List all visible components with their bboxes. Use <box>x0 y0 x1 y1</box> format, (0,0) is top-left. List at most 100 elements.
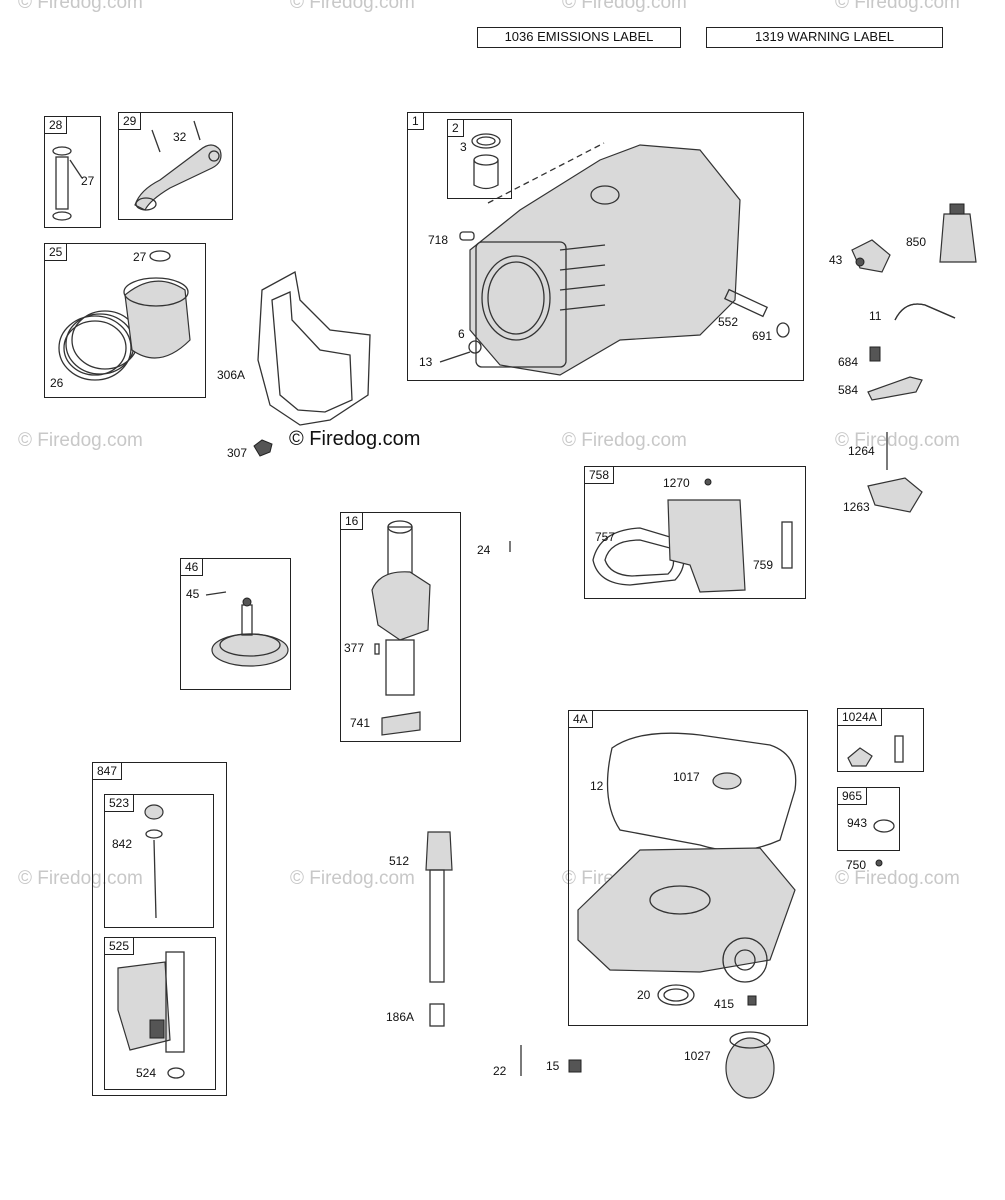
watermark: © Firedog.com <box>562 430 687 451</box>
watermark: © Firedog.com <box>290 0 415 13</box>
callout-label: 43 <box>829 253 843 267</box>
group-box-46[interactable]: 46 <box>180 558 291 690</box>
callout-label: 22 <box>493 1064 507 1078</box>
callout-label: 759 <box>753 558 774 572</box>
callout-label: 850 <box>906 235 927 249</box>
piston-part[interactable] <box>58 250 191 381</box>
callout-label: 757 <box>595 530 616 544</box>
valve-parts[interactable] <box>847 735 904 867</box>
group-number: 523 <box>105 795 135 812</box>
group-number: 25 <box>45 244 68 261</box>
group-box-2[interactable]: 2 <box>447 119 512 199</box>
watermark: © Firedog.com <box>835 430 960 451</box>
group-number: 28 <box>45 117 68 134</box>
crankshaft-part[interactable] <box>371 520 511 736</box>
callout-label: 584 <box>838 383 859 397</box>
group-box-847[interactable]: 847 <box>92 762 227 1096</box>
watermark: © Firedog.com <box>835 868 960 889</box>
group-number: 16 <box>341 513 364 530</box>
callout-label: 306A <box>217 368 246 382</box>
callout-label: 3 <box>460 140 467 154</box>
fill-tube-part[interactable] <box>425 831 453 1027</box>
callout-label: 552 <box>718 315 739 329</box>
group-box-965[interactable]: 965 <box>837 787 900 851</box>
group-number: 758 <box>585 467 615 484</box>
callout-label: 307 <box>227 446 248 460</box>
cover-plate-part[interactable] <box>867 346 923 401</box>
group-box-758[interactable]: 758 <box>584 466 806 599</box>
callout-label: 684 <box>838 355 859 369</box>
sealant-tube-part[interactable] <box>939 203 977 263</box>
group-box-25[interactable]: 25 <box>44 243 206 398</box>
group-number: 965 <box>838 788 868 805</box>
governor-bracket-part[interactable] <box>851 239 891 273</box>
group-number: 4A <box>569 711 593 728</box>
callout-label: 26 <box>50 376 64 390</box>
cylinder-block-part[interactable] <box>439 142 790 376</box>
callout-label: 12 <box>590 779 604 793</box>
callout-label: 24 <box>477 543 491 557</box>
group-number: 525 <box>105 938 135 955</box>
callout-label: 524 <box>136 1066 157 1080</box>
group-box-28[interactable]: 28 <box>44 116 101 228</box>
callout-label: 750 <box>846 858 867 872</box>
breather-tube-part[interactable] <box>894 303 956 321</box>
group-box-16[interactable]: 16 <box>340 512 461 742</box>
callout-label: 377 <box>344 641 365 655</box>
callout-label: 6 <box>458 327 465 341</box>
callout-label: 20 <box>637 988 651 1002</box>
callout-label: 27 <box>81 174 95 188</box>
watermark: © Firedog.com <box>18 430 143 451</box>
breather-cover-part[interactable] <box>867 432 923 513</box>
group-number: 46 <box>181 559 204 576</box>
callout-label: 691 <box>752 329 773 343</box>
callout-label: 842 <box>112 837 133 851</box>
group-box-523[interactable]: 523 <box>104 794 214 928</box>
crankcase-sump-part[interactable] <box>577 732 797 1006</box>
callout-label: 11 <box>869 309 882 323</box>
watermark: © Firedog.com <box>18 868 143 889</box>
oil-filter-part[interactable] <box>520 1031 775 1099</box>
group-box-1[interactable]: 1 <box>407 112 804 381</box>
emissions-label-button[interactable]: 1036 EMISSIONS LABEL <box>477 27 681 48</box>
callout-label: 718 <box>428 233 449 247</box>
watermark: © Firedog.com <box>835 0 960 13</box>
callout-label: 27 <box>133 250 147 264</box>
watermark: © Firedog.com <box>562 0 687 13</box>
callout-label: 415 <box>714 997 735 1011</box>
callout-label: 13 <box>419 355 433 369</box>
callout-label: 943 <box>847 816 868 830</box>
group-number: 847 <box>93 763 123 780</box>
callout-label: 186A <box>386 1010 415 1024</box>
callout-label: 45 <box>186 587 200 601</box>
callout-label: 32 <box>173 130 187 144</box>
watermark: © Firedog.com <box>290 868 415 889</box>
callout-label: 1017 <box>673 770 700 784</box>
group-number: 1 <box>408 113 424 130</box>
group-box-29[interactable]: 29 <box>118 112 233 220</box>
rings-part[interactable] <box>471 133 501 190</box>
wrist-pin-part[interactable] <box>52 146 83 221</box>
warning-label-button[interactable]: 1319 WARNING LABEL <box>706 27 943 48</box>
callout-label: 741 <box>350 716 371 730</box>
group-number: 29 <box>119 113 142 130</box>
cylinder-baffle-part[interactable] <box>253 270 371 457</box>
breather-assembly-part[interactable] <box>592 478 793 593</box>
callout-label: 1270 <box>663 476 690 490</box>
dipstick-part[interactable] <box>117 804 185 1079</box>
group-box-4A[interactable]: 4A <box>568 710 808 1026</box>
callout-label: 1263 <box>843 500 870 514</box>
callout-label: 1264 <box>848 444 875 458</box>
group-number: 2 <box>448 120 464 137</box>
watermark-main: © Firedog.com <box>289 428 421 450</box>
watermark: © Firedog.com <box>18 0 143 13</box>
group-box-525[interactable]: 525 <box>104 937 216 1090</box>
group-number: 1024A <box>838 709 882 726</box>
connecting-rod-part[interactable] <box>134 120 222 211</box>
callout-label: 1027 <box>684 1049 711 1063</box>
group-box-1024A[interactable]: 1024A <box>837 708 924 772</box>
callout-label: 512 <box>389 854 410 868</box>
callout-label: 15 <box>546 1059 560 1073</box>
governor-gear-part[interactable] <box>205 591 289 667</box>
